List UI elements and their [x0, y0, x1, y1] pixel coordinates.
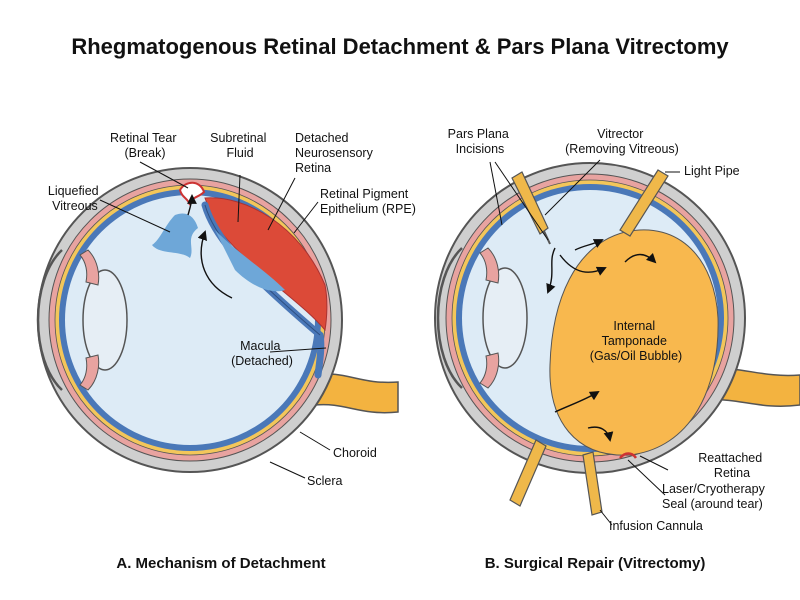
iris-b-bottom — [479, 352, 500, 389]
label-retinal-tear: Retinal Tear (Break) — [110, 131, 180, 160]
iris-a-bottom — [79, 354, 100, 391]
label-macula: Macula (Detached) — [231, 339, 293, 368]
flow-arrow-6 — [587, 426, 614, 442]
label-reattached-retina: Reattached Retina — [698, 451, 765, 480]
flow-arrow-3 — [574, 239, 604, 251]
tear-flow-arrow — [187, 194, 197, 216]
label-liquefied-vitreous: Liquefied Vitreous — [48, 184, 102, 213]
label-detached-retina: Detached Neurosensory Retina — [295, 131, 376, 175]
panel-b — [434, 162, 800, 516]
label-choroid: Choroid — [333, 446, 377, 460]
panel-a-caption: A. Mechanism of Detachment — [116, 555, 325, 572]
label-subretinal-fluid: Subretinal Fluid — [210, 131, 270, 160]
fluid-pocket — [215, 230, 285, 292]
laser-seal — [619, 452, 638, 459]
panel-a — [36, 167, 399, 473]
label-sclera: Sclera — [307, 474, 342, 488]
flow-arrow-1 — [546, 247, 556, 294]
label-infusion-cannula: Infusion Cannula — [609, 519, 703, 533]
panel-b-leaders — [489, 159, 680, 526]
flow-arrow-2 — [559, 254, 607, 276]
iris-b-top — [479, 247, 500, 284]
label-tamponade: Internal Tamponade (Gas/Oil Bubble) — [590, 319, 682, 363]
cornea-a — [36, 249, 63, 391]
flow-arrow-5 — [554, 390, 600, 413]
lens-b — [482, 267, 528, 369]
liquefied-vitreous-blob — [152, 213, 198, 258]
light-pipe-instrument — [619, 169, 669, 237]
panel-b-caption: B. Surgical Repair (Vitrectomy) — [485, 555, 706, 572]
iris-a-top — [79, 249, 100, 286]
flow-arrow-4 — [624, 252, 657, 264]
label-vitrector: Vitrector (Removing Vitreous) — [565, 127, 679, 156]
cornea-b — [436, 247, 463, 389]
infusion-cannula-left — [509, 439, 547, 507]
label-pars-plana-incisions: Pars Plana Incisions — [448, 127, 513, 156]
lens-a — [82, 269, 128, 371]
label-rpe: Retinal Pigment Epithelium (RPE) — [320, 187, 416, 216]
label-laser-seal: Laser/Cryotherapy Seal (around tear) — [662, 482, 768, 511]
optic-nerve-a — [314, 373, 399, 414]
panel-a-leaders — [99, 161, 331, 479]
figure-title: Rhegmatogenous Retinal Detachment & Pars… — [71, 34, 729, 59]
fluid-flow-arrow — [197, 230, 233, 299]
label-light-pipe: Light Pipe — [684, 164, 740, 178]
